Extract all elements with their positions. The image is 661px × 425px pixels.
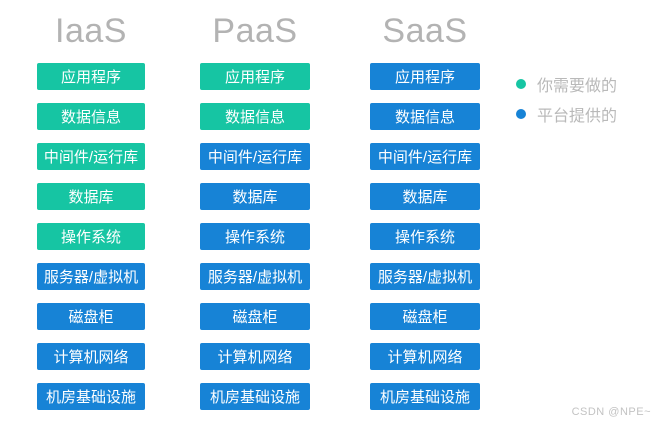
layer-box-saas-6: 服务器/虚拟机 (370, 263, 480, 290)
watermark: CSDN @NPE~ (571, 406, 651, 418)
legend-item-platform: 平台提供的 (516, 106, 617, 125)
layer-box-paas-1: 应用程序 (200, 63, 310, 90)
layer-box-paas-8: 计算机网络 (200, 343, 310, 370)
layer-box-saas-5: 操作系统 (370, 223, 480, 250)
column-title-iaas: IaaS (55, 12, 127, 50)
layer-box-paas-4: 数据库 (200, 183, 310, 210)
layer-box-saas-1: 应用程序 (370, 63, 480, 90)
layer-box-paas-7: 磁盘柜 (200, 303, 310, 330)
layer-box-saas-4: 数据库 (370, 183, 480, 210)
layer-box-paas-2: 数据信息 (200, 103, 310, 130)
layer-box-paas-3: 中间件/运行库 (200, 143, 310, 170)
layer-box-saas-8: 计算机网络 (370, 343, 480, 370)
layer-box-saas-9: 机房基础设施 (370, 383, 480, 410)
layer-box-paas-9: 机房基础设施 (200, 383, 310, 410)
layer-box-iaas-7: 磁盘柜 (37, 303, 145, 330)
column-title-saas: SaaS (382, 12, 468, 50)
column-title-paas: PaaS (212, 12, 298, 50)
layer-box-paas-6: 服务器/虚拟机 (200, 263, 310, 290)
layer-box-iaas-8: 计算机网络 (37, 343, 145, 370)
layer-box-saas-2: 数据信息 (370, 103, 480, 130)
column-paas: PaaS 应用程序数据信息中间件/运行库数据库操作系统服务器/虚拟机磁盘柜计算机网… (200, 0, 310, 423)
layer-box-saas-3: 中间件/运行库 (370, 143, 480, 170)
legend-dot-icon-user (516, 79, 526, 89)
layer-box-paas-5: 操作系统 (200, 223, 310, 250)
column-iaas: IaaS 应用程序数据信息中间件/运行库数据库操作系统服务器/虚拟机磁盘柜计算机网… (37, 0, 145, 423)
layer-box-iaas-2: 数据信息 (37, 103, 145, 130)
layer-box-iaas-9: 机房基础设施 (37, 383, 145, 410)
layer-box-iaas-3: 中间件/运行库 (37, 143, 145, 170)
column-saas: SaaS 应用程序数据信息中间件/运行库数据库操作系统服务器/虚拟机磁盘柜计算机网… (370, 0, 480, 423)
layer-box-iaas-4: 数据库 (37, 183, 145, 210)
layer-box-iaas-6: 服务器/虚拟机 (37, 263, 145, 290)
legend: 你需要做的平台提供的 (516, 76, 617, 136)
layer-box-saas-7: 磁盘柜 (370, 303, 480, 330)
legend-label: 你需要做的 (537, 78, 618, 95)
legend-item-user: 你需要做的 (516, 76, 617, 95)
legend-dot-icon-platform (516, 109, 526, 119)
layer-box-iaas-5: 操作系统 (37, 223, 145, 250)
legend-label: 平台提供的 (537, 108, 618, 125)
layer-box-iaas-1: 应用程序 (37, 63, 145, 90)
